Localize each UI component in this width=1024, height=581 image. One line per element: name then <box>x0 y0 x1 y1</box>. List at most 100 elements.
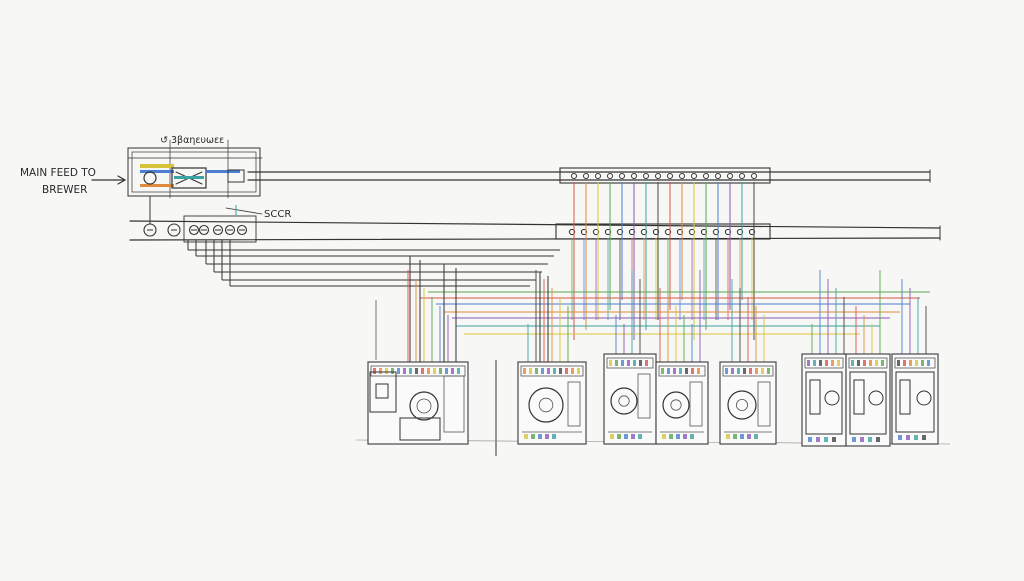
terminal-block <box>621 360 624 366</box>
bus-terminal <box>643 173 649 179</box>
terminal-block <box>577 368 580 374</box>
bottom-terminal <box>545 434 549 439</box>
panel-4 <box>655 361 709 445</box>
bottom-terminal <box>824 437 828 442</box>
bottom-terminal <box>524 434 528 439</box>
bottom-terminal <box>898 435 902 440</box>
bottom-terminal <box>816 437 820 442</box>
dial-center <box>538 397 554 413</box>
bottom-terminal <box>868 437 872 442</box>
bus-terminal <box>571 173 577 179</box>
drive-dial <box>916 390 932 406</box>
black-feeder-lines <box>187 240 560 287</box>
bottom-terminal <box>617 434 621 439</box>
terminal-block <box>529 368 532 374</box>
bottom-terminal <box>906 435 910 440</box>
terminal-block <box>903 360 906 366</box>
bus-terminal <box>712 228 720 236</box>
terminal-block <box>897 360 900 366</box>
bottom-terminal <box>531 434 535 439</box>
upper-bus-terminals <box>571 173 757 179</box>
bus-terminal <box>715 173 721 179</box>
bus-terminal <box>700 228 708 236</box>
terminal-block <box>869 360 872 366</box>
dial-center <box>670 399 682 411</box>
panel-5 <box>719 361 777 445</box>
terminal-block <box>857 360 860 366</box>
drive-dial <box>824 390 840 406</box>
bus-terminal <box>748 228 756 236</box>
bus-terminal <box>640 228 648 236</box>
terminal-block <box>385 368 388 374</box>
drive-inner-frame <box>849 371 887 435</box>
panel-7 <box>845 353 891 447</box>
terminal-strip <box>520 365 584 377</box>
terminal-block <box>439 368 442 374</box>
terminal-circle <box>236 224 248 236</box>
drive-inner-frame <box>805 371 843 435</box>
drive-module <box>809 379 821 415</box>
panel-enclosure <box>603 353 657 445</box>
terminal-block <box>391 368 394 374</box>
bus-terminal <box>655 173 661 179</box>
side-rail <box>443 375 465 433</box>
terminal-block <box>673 368 676 374</box>
bus-terminal <box>652 228 660 236</box>
bottom-terminal <box>740 434 744 439</box>
terminal-block <box>645 360 648 366</box>
lower-bus-terminals <box>568 228 756 236</box>
terminal-circle <box>167 223 181 237</box>
terminal-block <box>535 368 538 374</box>
terminal-block <box>927 360 930 366</box>
bus-terminal <box>676 228 684 236</box>
bottom-terminal <box>922 435 926 440</box>
bottom-terminal <box>538 434 542 439</box>
sccr-leader <box>225 205 263 216</box>
terminal-block <box>731 368 734 374</box>
panel-8 <box>891 353 939 445</box>
panel-6 <box>801 353 847 447</box>
terminal-block <box>523 368 526 374</box>
terminal-block <box>415 368 418 374</box>
main-feed-label-line2: BREWER <box>42 184 87 196</box>
side-rail <box>757 381 771 427</box>
terminal-block <box>749 368 752 374</box>
terminal-block <box>909 360 912 366</box>
bottom-terminal <box>726 434 730 439</box>
bus-terminal <box>739 173 745 179</box>
main-feed-label-line1: MAIN FEED TO <box>20 167 96 179</box>
bus-terminal <box>592 228 600 236</box>
terminal-block <box>445 368 448 374</box>
terminal-block <box>743 368 746 374</box>
terminal-block <box>725 368 728 374</box>
bottom-terminal <box>676 434 680 439</box>
terminal-strip <box>894 357 936 369</box>
bus-terminal <box>691 173 697 179</box>
drive-module <box>853 379 865 415</box>
terminal-block <box>427 368 430 374</box>
equipment-panels <box>367 353 939 447</box>
bottom-terminal <box>638 434 642 439</box>
breaker-handle-box <box>369 371 397 413</box>
terminal-block <box>609 360 612 366</box>
terminal-block <box>875 360 878 366</box>
terminal-block <box>639 360 642 366</box>
bus-terminal <box>667 173 673 179</box>
bus-terminal <box>604 228 612 236</box>
bus-terminal <box>736 228 744 236</box>
terminal-strip <box>804 357 844 369</box>
bottom-terminal <box>552 434 556 439</box>
bus-terminal <box>727 173 733 179</box>
drive-module <box>899 379 911 415</box>
terminal-block <box>409 368 412 374</box>
bottom-terminal <box>662 434 666 439</box>
terminal-block <box>881 360 884 366</box>
bottom-terminal <box>754 434 758 439</box>
terminal-block <box>433 368 436 374</box>
terminal-circle <box>188 224 200 236</box>
panel-2 <box>517 361 587 445</box>
bottom-terminal <box>876 437 880 442</box>
terminal-block <box>661 368 664 374</box>
feed-arrow <box>91 175 127 185</box>
